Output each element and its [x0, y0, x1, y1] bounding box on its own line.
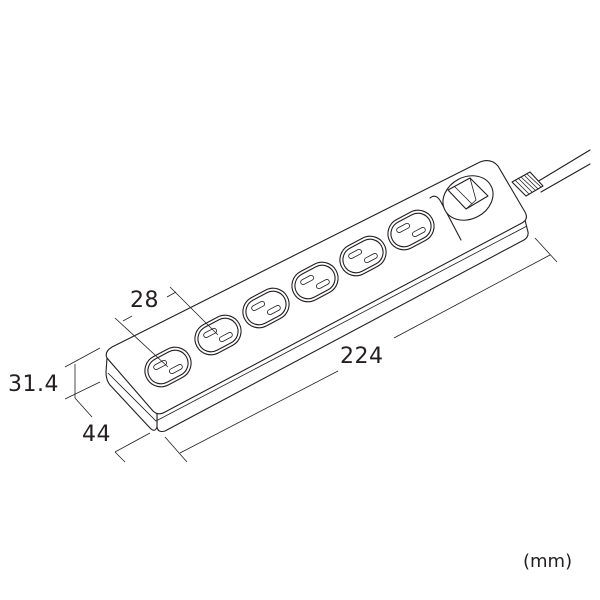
outlet-6 [387, 209, 435, 251]
dimension-width: 44 [82, 422, 111, 447]
dimension-height: 31.4 [8, 372, 59, 397]
outlet-2 [194, 314, 242, 356]
outlet-4 [291, 261, 339, 303]
dimension-outlet-pitch: 28 [130, 288, 159, 313]
dimension-length: 224 [340, 344, 384, 369]
outlets [144, 209, 435, 388]
units-label: (mm) [523, 551, 573, 572]
outlet-1 [144, 346, 192, 388]
outlet-3 [242, 287, 290, 329]
cord-strain-relief [511, 171, 544, 197]
dimension-lines [64, 237, 558, 463]
power-cord [536, 149, 591, 193]
rocker-switch [442, 175, 494, 221]
outlet-5 [339, 235, 387, 277]
